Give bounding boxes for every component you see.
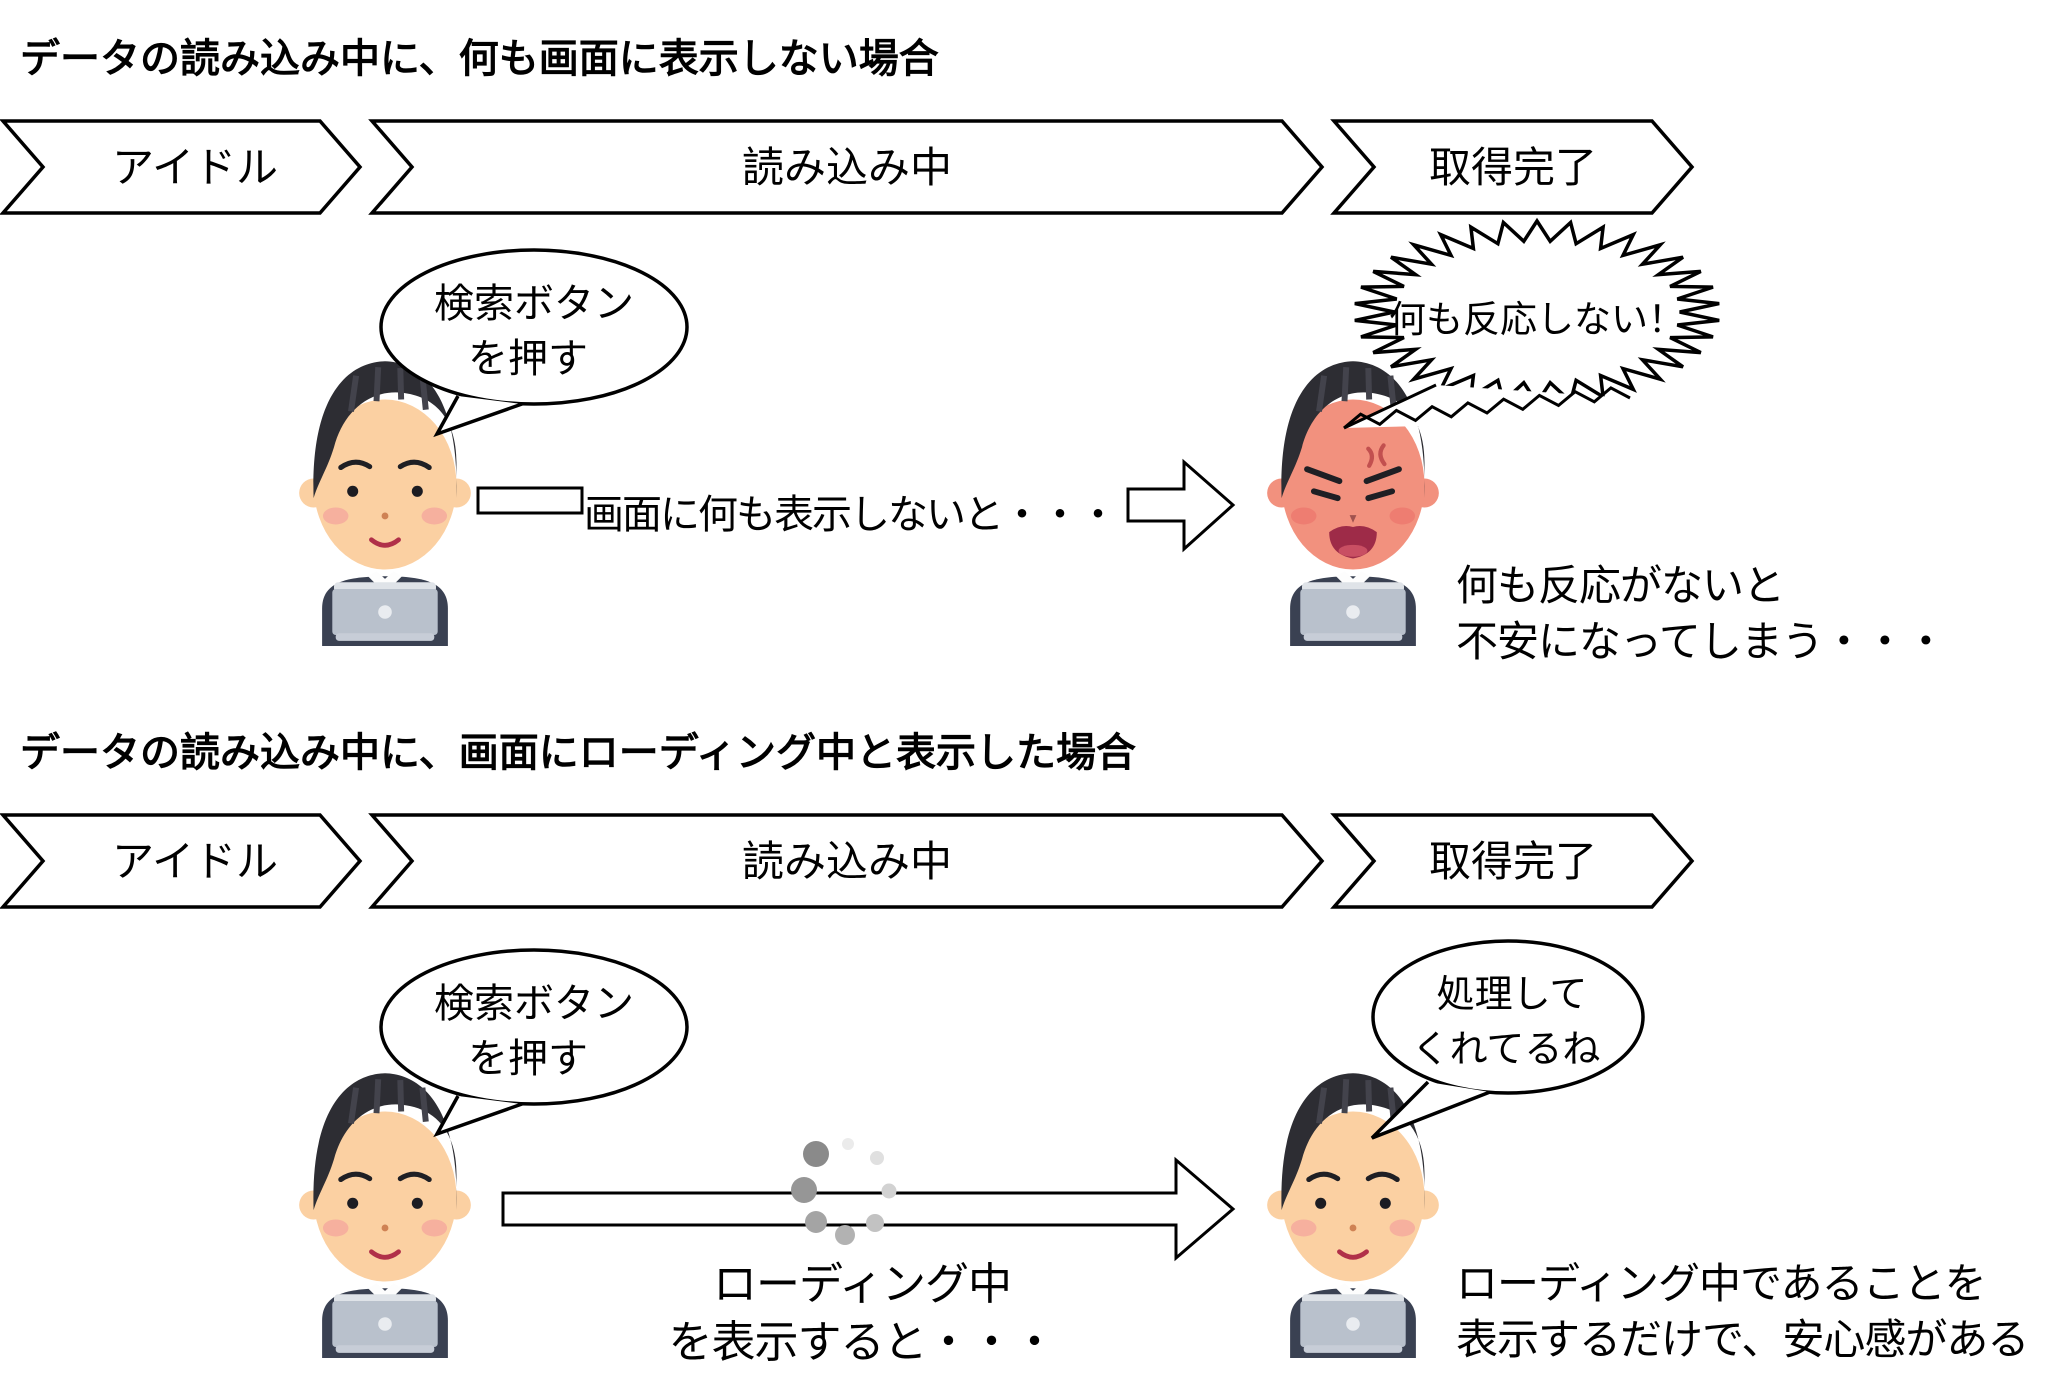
- flow-bar-with-loading: アイドル 読み込み中 取得完了: [1, 813, 1694, 909]
- loading-spinner-icon: [791, 1138, 897, 1245]
- flow-step-idle: アイドル: [112, 837, 278, 886]
- result-line: 表示するだけで、安心感がある: [1456, 1315, 2029, 1364]
- flow-bar-no-feedback: アイドル 読み込み中 取得完了: [1, 119, 1694, 215]
- section-title-no-feedback: データの読み込み中に、何も画面に表示しない場合: [20, 36, 939, 82]
- loading-caption-line: を表示すると・・・: [668, 1317, 1057, 1368]
- shout-bubble-no-response: 何も反応しない！: [1343, 217, 1720, 430]
- speech-bubble-processing: 処理して くれてるね: [1370, 939, 1645, 1140]
- bubble-text: 処理して: [1437, 972, 1588, 1016]
- result-line: ローディング中であることを: [1456, 1259, 1987, 1308]
- middle-caption-loading-shown: ローディング中 を表示すると・・・: [612, 1256, 1112, 1372]
- flow-step-loading: 読み込み中: [742, 837, 952, 886]
- empty-screen-box: [476, 486, 584, 515]
- section-title-with-loading: データの読み込み中に、画面にローディング中と表示した場合: [20, 730, 1136, 776]
- bubble-text: を押す: [468, 1036, 588, 1082]
- shout-text: 何も反応しない！: [1389, 298, 1685, 341]
- speech-bubble-press-search: 検索ボタン を押す: [379, 948, 689, 1138]
- bubble-text: 検索ボタン: [434, 281, 634, 327]
- user-at-laptop-illustration: [299, 361, 471, 646]
- middle-caption-nothing-shown: 画面に何も表示しないと・・・: [584, 492, 1118, 538]
- result-line: 何も反応がないと: [1456, 561, 1785, 610]
- speech-bubble-press-search: 検索ボタン を押す: [379, 248, 689, 438]
- loading-caption-line: ローディング中: [713, 1259, 1012, 1310]
- flow-step-loading: 読み込み中: [742, 143, 952, 192]
- result-note-anxious: 何も反応がないと 不安になってしまう・・・: [1456, 558, 1947, 670]
- flow-step-done: 取得完了: [1429, 143, 1597, 192]
- bubble-text: くれてるね: [1412, 1027, 1601, 1071]
- transition-arrow: [1126, 458, 1236, 553]
- result-line: 不安になってしまう・・・: [1456, 617, 1947, 666]
- bubble-text: 検索ボタン: [434, 981, 634, 1027]
- result-note-reassured: ローディング中であることを 表示するだけで、安心感がある: [1456, 1256, 2029, 1368]
- flow-step-done: 取得完了: [1429, 837, 1597, 886]
- bubble-text: を押す: [468, 336, 588, 382]
- flow-step-idle: アイドル: [112, 143, 278, 192]
- transition-arrow-long: [501, 1156, 1236, 1262]
